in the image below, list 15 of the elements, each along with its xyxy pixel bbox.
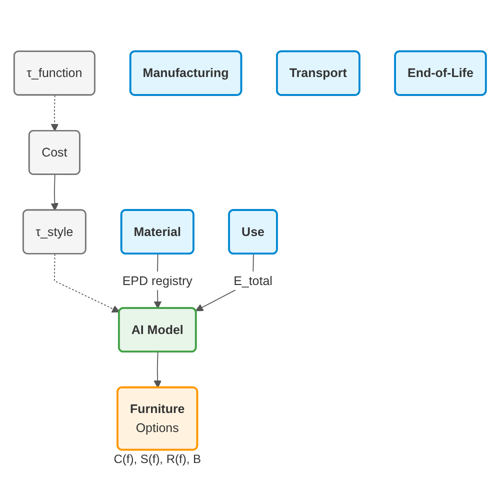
stage-box: Material xyxy=(120,208,194,254)
stage-box: Manufacturing xyxy=(129,50,242,96)
arrow xyxy=(50,174,59,210)
stage-box: Use xyxy=(228,208,278,254)
parameter-box: Cost xyxy=(28,129,80,174)
dashed-arrow xyxy=(54,253,120,312)
model-box: AI Model xyxy=(118,306,197,352)
parameter-box: τ_function xyxy=(13,50,96,96)
parameter-box: τ_style xyxy=(22,208,86,254)
output-box: Furniture Options xyxy=(116,386,198,450)
stage-box: Transport xyxy=(276,50,360,96)
arrow xyxy=(154,351,162,388)
dashed-arrow xyxy=(50,94,59,131)
node-caption: C(f), S(f), R(f), B xyxy=(114,452,202,466)
stage-box: End-of-Life xyxy=(394,50,487,96)
